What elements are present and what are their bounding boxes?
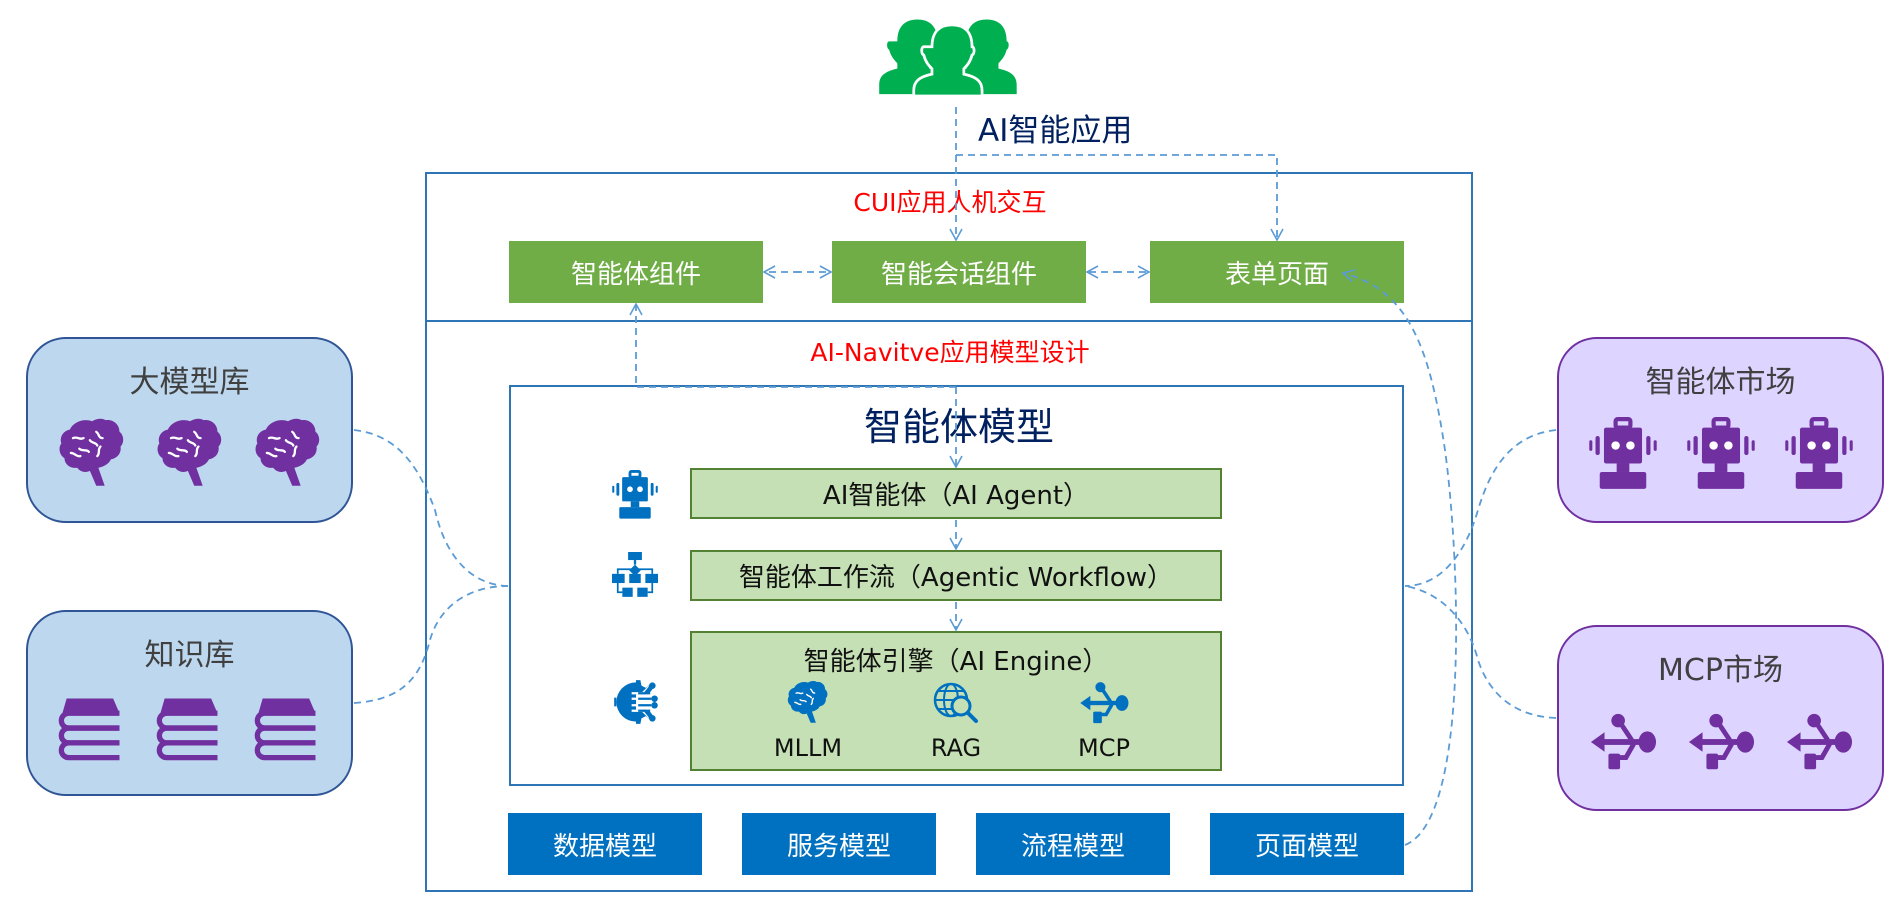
brain-icon bbox=[58, 417, 126, 491]
panel-title: 知识库 bbox=[144, 638, 235, 673]
books-icon bbox=[58, 690, 126, 764]
app-title: AI智能应用 bbox=[978, 113, 1133, 149]
usb-icon bbox=[1785, 705, 1853, 779]
books-icon bbox=[254, 690, 322, 764]
agent-market-panel[interactable]: 智能体市场 bbox=[1557, 337, 1884, 523]
service-model-box[interactable]: 服务模型 bbox=[742, 813, 936, 875]
page-model-box[interactable]: 页面模型 bbox=[1210, 813, 1404, 875]
books-icon bbox=[156, 690, 224, 764]
agentic-workflow-layer[interactable]: 智能体工作流（Agentic Workflow） bbox=[690, 550, 1222, 601]
ai-gear-icon bbox=[612, 678, 660, 726]
agent-component-box[interactable]: 智能体组件 bbox=[509, 241, 763, 303]
engine-item-mllm[interactable]: MLLM bbox=[748, 680, 868, 762]
native-section-title: AI-Navitve应用模型设计 bbox=[810, 338, 1090, 367]
brain-icon bbox=[156, 417, 224, 491]
data-model-box[interactable]: 数据模型 bbox=[508, 813, 702, 875]
robot-icon bbox=[612, 470, 658, 520]
panel-title: 智能体市场 bbox=[1645, 365, 1796, 400]
brain-icon bbox=[254, 417, 322, 491]
engine-item-label: RAG bbox=[930, 734, 982, 762]
cui-section-title: CUI应用人机交互 bbox=[853, 188, 1047, 217]
engine-item-rag[interactable]: RAG bbox=[896, 680, 1016, 762]
knowledge-base-panel[interactable]: 知识库 bbox=[26, 610, 353, 796]
process-model-box[interactable]: 流程模型 bbox=[976, 813, 1170, 875]
ai-agent-layer[interactable]: AI智能体（AI Agent） bbox=[690, 468, 1222, 519]
robot-icon bbox=[1589, 417, 1657, 491]
workflow-icon bbox=[612, 552, 658, 598]
model-library-panel[interactable]: 大模型库 bbox=[26, 337, 353, 523]
usb-icon bbox=[1687, 705, 1755, 779]
usb-icon bbox=[1078, 680, 1130, 726]
globe-search-icon bbox=[930, 680, 982, 726]
users-group-icon bbox=[870, 14, 1034, 96]
usb-icon bbox=[1589, 705, 1657, 779]
form-page-box[interactable]: 表单页面 bbox=[1150, 241, 1404, 303]
robot-icon bbox=[1785, 417, 1853, 491]
panel-title: MCP市场 bbox=[1658, 653, 1783, 688]
brain-icon bbox=[782, 680, 834, 726]
section-divider bbox=[425, 320, 1473, 322]
ai-engine-title: 智能体引擎（AI Engine） bbox=[803, 647, 1109, 677]
engine-item-label: MCP bbox=[1078, 734, 1130, 762]
agent-model-title: 智能体模型 bbox=[863, 405, 1054, 449]
engine-item-label: MLLM bbox=[773, 734, 843, 762]
engine-item-mcp[interactable]: MCP bbox=[1044, 680, 1164, 762]
chat-component-box[interactable]: 智能会话组件 bbox=[832, 241, 1086, 303]
robot-icon bbox=[1687, 417, 1755, 491]
mcp-market-panel[interactable]: MCP市场 bbox=[1557, 625, 1884, 811]
panel-title: 大模型库 bbox=[129, 365, 250, 400]
